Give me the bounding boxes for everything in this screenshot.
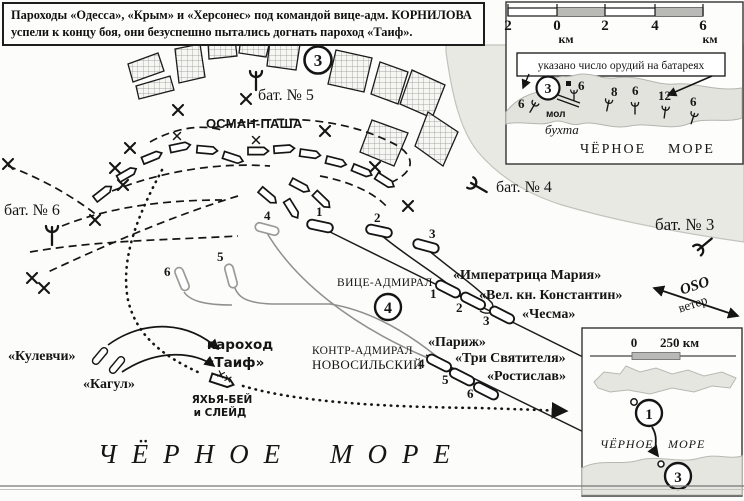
inset-top-sea-2: МОРЕ (668, 142, 715, 157)
scale-tick: 4 (651, 18, 659, 34)
caption-line-2: успели к концу боя, они безуспешно пытал… (11, 24, 413, 39)
label-ship-rostislav: «Ростислав» (487, 369, 566, 384)
tracks-dashed (7, 118, 411, 273)
turkish-fleet (92, 131, 397, 221)
gun-count: 8 (611, 84, 618, 99)
mole-lines (556, 94, 581, 108)
wind-arrow: OSO ветер (652, 274, 740, 319)
scale-unit-left: км (558, 32, 573, 46)
circled-markers: 3 4 (303, 45, 403, 322)
scale-tick: 0 (553, 18, 561, 34)
track-dotted-taif (124, 168, 569, 419)
label-frigate-kagul: «Кагул» (83, 377, 135, 392)
scale-tick: 2 (601, 18, 609, 34)
label-battery-3: бат. № 3 (655, 215, 714, 234)
battle-num-2: 2 (456, 300, 463, 315)
sinop-dot (657, 460, 665, 468)
battery-4-icon (466, 176, 491, 199)
label-ship-konstantin: «Вел. кн. Константин» (479, 288, 622, 303)
inset-top-sea-1: ЧЁРНОЕ (580, 140, 646, 157)
battery-6-icon (44, 224, 60, 247)
gun-count: 6 (690, 94, 697, 109)
sinop-city-number: 3 (314, 51, 323, 70)
label-black-sea-1: ЧЁРНОЕ (98, 439, 295, 469)
label-ship-imperatritsa-maria: «Императрица Мария» (453, 268, 601, 283)
battle-num-1: 1 (430, 286, 437, 301)
course-lines-gray (183, 232, 456, 373)
gun-count: 6 (578, 78, 585, 93)
battle-num-4: 4 (418, 356, 425, 371)
inset-bay-label: бухта (545, 122, 579, 137)
course-lines-black (321, 227, 601, 441)
label-rear-admiral-2: НОВОСИЛЬСКИЙ (312, 357, 423, 372)
label-ship-chesma: «Чесма» (522, 307, 575, 322)
label-battery-6: бат. № 6 (4, 202, 60, 219)
label-ship-parizh: «Париж» (428, 335, 486, 350)
frigates-and-taif (90, 325, 236, 390)
sevastopol-dot (630, 398, 638, 406)
inset-legend: указано число орудий на батареях (538, 60, 705, 72)
scale-tick: 2 (504, 18, 512, 34)
ship-numbers: 1 2 3 4 5 6 1 2 3 4 5 6 (164, 204, 490, 401)
label-black-sea-2: МОРЕ (329, 439, 465, 469)
label-battery-4: бат. № 4 (496, 179, 552, 196)
inset-south-coast (581, 455, 743, 496)
inset-city-number: 3 (545, 82, 552, 97)
caption-line-1: Пароходы «Одесса», «Крым» и «Херсонес» п… (11, 8, 472, 22)
gun-count: 12 (658, 88, 671, 103)
battle-num-3: 3 (483, 313, 490, 328)
label-steamer-line2: «Таиф» (206, 355, 265, 371)
approach-num-6: 6 (164, 264, 171, 279)
label-rear-admiral-1: КОНТР-АДМИРАЛ (312, 345, 413, 357)
inset-sinop-number: 3 (674, 470, 682, 486)
inset-crimea (593, 365, 737, 395)
inset-batteries: 6 6 8 6 12 6 (518, 78, 699, 126)
inset-top: 2 0 2 4 6 км км указано число орудий на … (504, 1, 744, 165)
label-yahya-bey: ЯХЬЯ-БЕЙ (192, 393, 253, 406)
battle-num-5: 5 (442, 372, 449, 387)
approach-num-4: 4 (264, 208, 271, 223)
approach-num-3: 3 (429, 226, 436, 241)
map-labels: бат. № 5 бат. № 6 бат. № 4 бат. № 3 ОСМА… (4, 87, 714, 469)
inset-top-land (505, 73, 743, 128)
label-ship-tri-svyatitelya: «Три Святителя» (455, 351, 566, 366)
gun-count: 6 (518, 96, 525, 111)
inset-bottom-zero: 0 (631, 335, 638, 350)
fort-square (566, 81, 571, 86)
taif-ship (208, 370, 236, 390)
scale-tick: 6 (699, 18, 707, 34)
label-yahya-sleid: и СЛЕЙД (194, 406, 247, 419)
inset-sevastopol-number: 1 (645, 407, 653, 423)
inset-bottom-scale: 250 км (660, 335, 699, 350)
label-frigate-kulevchi: «Кулевчи» (8, 349, 76, 364)
caption-box: Пароходы «Одесса», «Крым» и «Херсонес» п… (2, 2, 485, 46)
label-steamer-line1: пароход (207, 337, 273, 353)
inset-top-scale: 2 0 2 4 6 км км (504, 4, 718, 46)
label-battery-5: бат. № 5 (258, 87, 314, 104)
label-osman-pasha: ОСМАН-ПАША (206, 116, 303, 131)
vice-admiral-number: 4 (384, 300, 392, 317)
inset-bottom-sea-2: МОРЕ (667, 437, 705, 451)
inset-bottom: 0 250 км 1 3 ЧЁРНОЕ МОРЕ (581, 327, 743, 497)
label-vice-admiral: ВИЦЕ-АДМИРАЛ (337, 277, 433, 289)
approach-num-5: 5 (217, 249, 224, 264)
inset-bottom-sea-1: ЧЁРНОЕ (600, 436, 654, 451)
scale-unit-right: км (702, 32, 717, 46)
approach-num-2: 2 (374, 210, 381, 225)
approach-num-1: 1 (316, 204, 323, 219)
inset-mole-label: мол (546, 109, 565, 120)
battle-num-6: 6 (467, 386, 474, 401)
gun-count: 6 (632, 83, 639, 98)
